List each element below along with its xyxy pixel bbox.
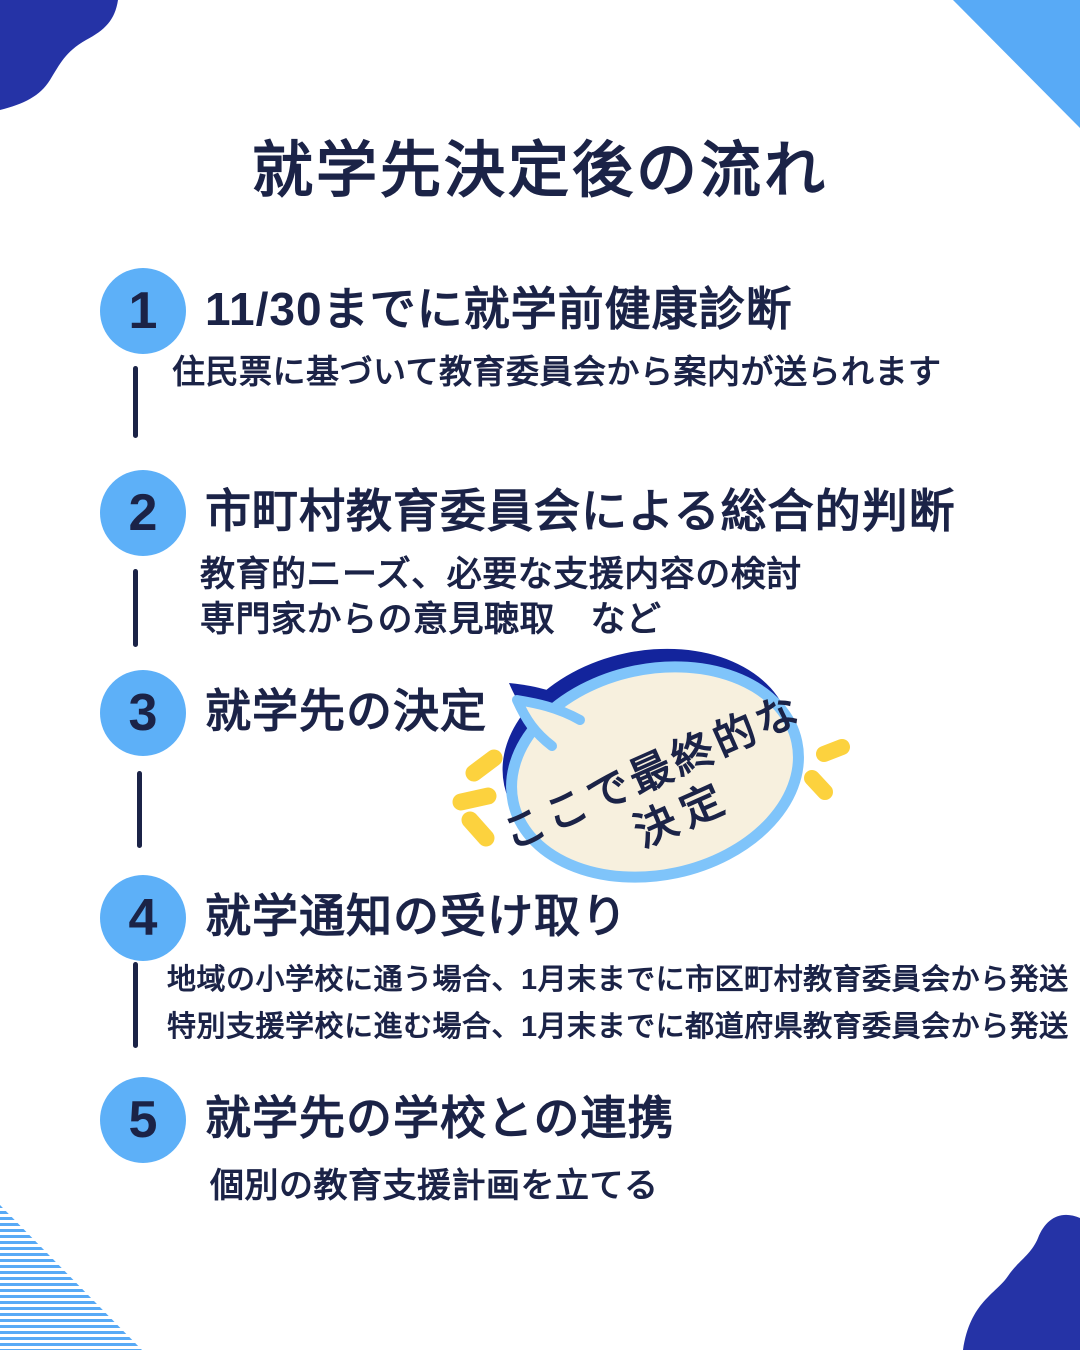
step-4-detail-2: 特別支援学校に進む場合、1月末までに都道府県教育委員会から発送 <box>167 1011 1069 1043</box>
step-3-heading: 就学先の決定 <box>205 685 487 737</box>
emphasis-dashes-left <box>452 749 503 847</box>
step-1-detail: 住民票に基づいて教育委員会から案内が送られます <box>172 353 942 390</box>
step-2-detail-2: 専門家からの意見聴取 など <box>200 600 662 639</box>
step-5-heading: 就学先の学校との連携 <box>205 1092 675 1144</box>
step-5-number: 5 <box>128 1091 158 1149</box>
step-3-number: 3 <box>128 684 158 742</box>
step-3-number-badge: 3 <box>100 670 186 756</box>
emphasis-dashes-right <box>804 739 850 800</box>
step-4-number: 4 <box>128 889 158 947</box>
step-2-heading: 市町村教育委員会による総合的判断 <box>205 485 956 537</box>
connector-line-4 <box>133 962 138 1048</box>
top-left-blob-decoration <box>0 0 118 110</box>
step-2-number: 2 <box>128 484 158 542</box>
connector-line-3 <box>137 771 142 848</box>
step-2-number-badge: 2 <box>100 470 186 556</box>
bottom-left-stripes-decoration <box>0 1205 142 1350</box>
page-title: 就学先決定後の流れ <box>251 136 828 204</box>
step-1-heading: 11/30までに就学前健康診断 <box>205 283 793 335</box>
step-4-heading: 就学通知の受け取り <box>205 890 628 942</box>
step-5-number-badge: 5 <box>100 1077 186 1163</box>
top-right-triangle-decoration <box>953 0 1080 128</box>
step-4-detail-1: 地域の小学校に通う場合、1月末までに市区町村教育委員会から発送 <box>167 964 1069 996</box>
final-decision-speech-bubble: ここで最終的な 決定 <box>452 648 850 883</box>
connector-line-2 <box>133 569 138 647</box>
connector-line-1 <box>133 366 138 438</box>
step-4-number-badge: 4 <box>100 875 186 961</box>
bottom-right-blob-decoration <box>963 1214 1080 1350</box>
step-1-number: 1 <box>128 282 158 340</box>
step-5-detail: 個別の教育支援計画を立てる <box>210 1167 659 1205</box>
step-1-number-badge: 1 <box>100 268 186 354</box>
step-2-detail-1: 教育的ニーズ、必要な支援内容の検討 <box>200 555 802 594</box>
speech-bubble-tail <box>512 695 585 751</box>
